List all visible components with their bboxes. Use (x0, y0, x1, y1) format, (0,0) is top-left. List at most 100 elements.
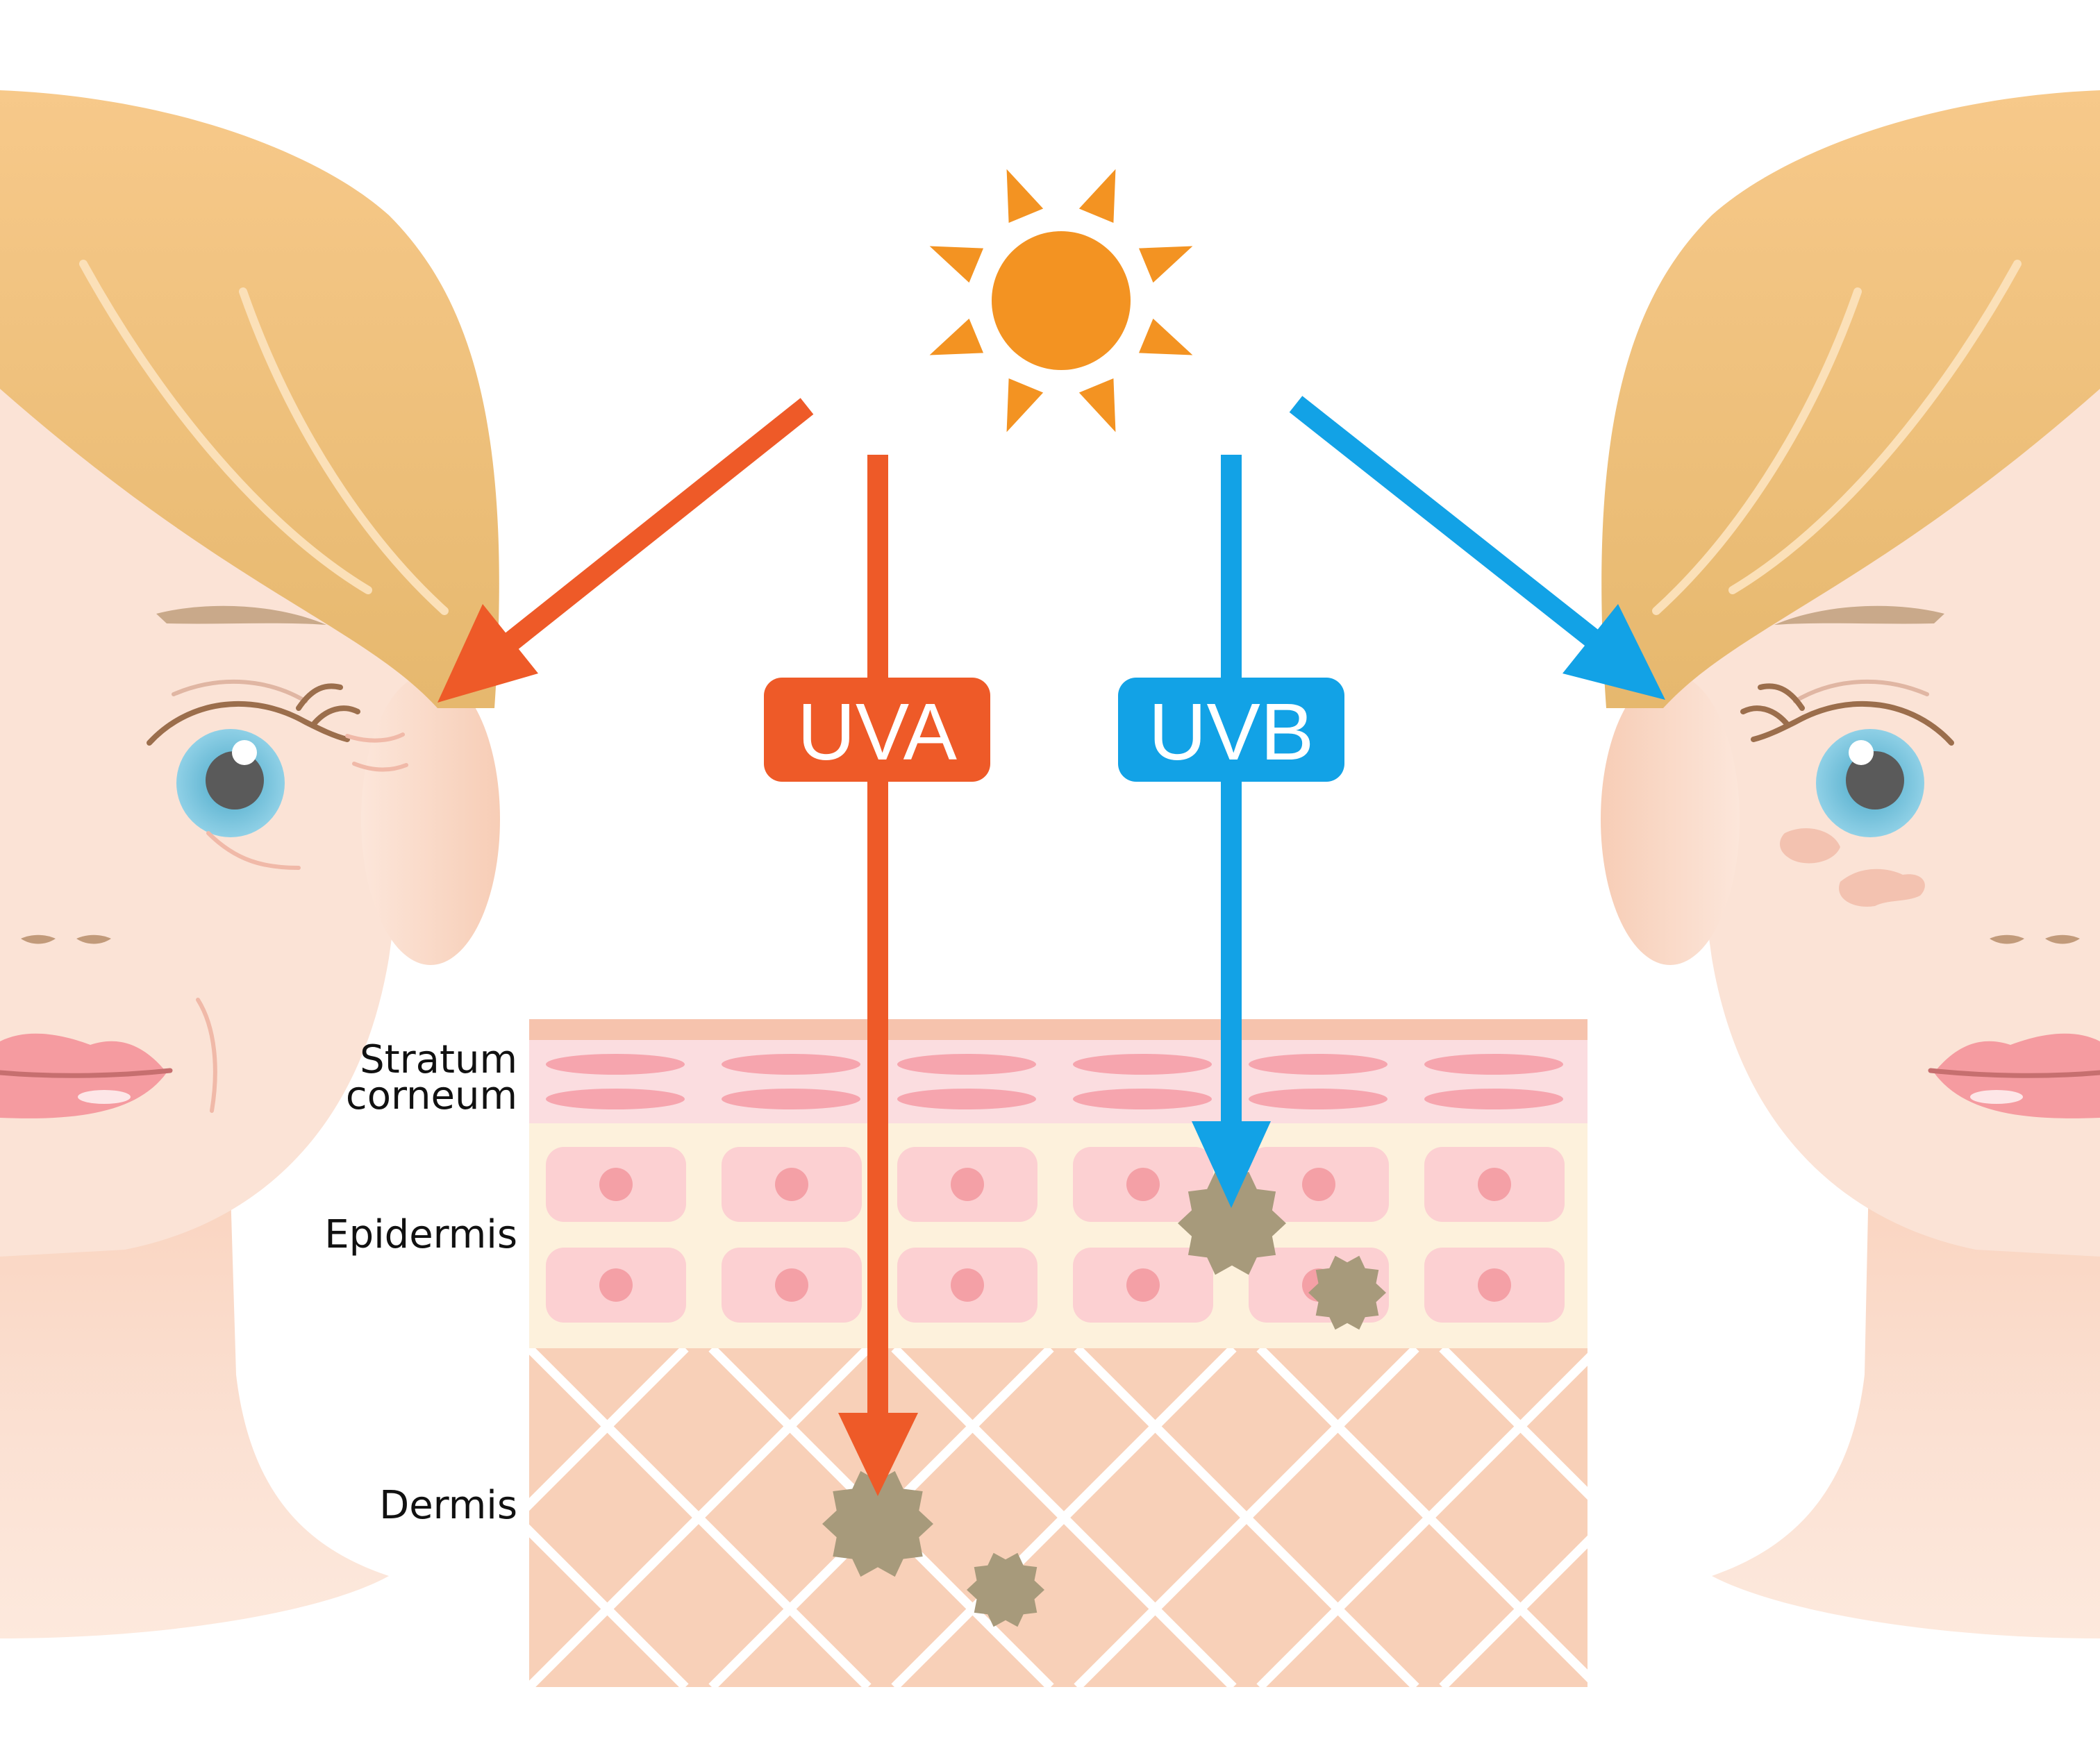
stratum-cell (1073, 1089, 1212, 1109)
stratum-cell (1424, 1089, 1563, 1109)
left-nostril (21, 934, 56, 944)
stratum-cell (1249, 1089, 1388, 1109)
stratum-cell (1073, 1054, 1212, 1075)
uvb-face-arrow-head (1562, 604, 1665, 700)
stratum-cell (1249, 1054, 1388, 1075)
collagen-fiber (529, 1348, 872, 1687)
sun-ray (1078, 169, 1116, 224)
uvb-face-arrow-shaft (1289, 396, 1604, 651)
left-nostril (76, 934, 111, 944)
uvb-skin-arrow (1192, 455, 1271, 1208)
stratum-cell (722, 1089, 860, 1109)
cell-nucleus (599, 1268, 633, 1302)
melanin-spot (822, 1470, 933, 1577)
melanin-spots (822, 1171, 1386, 1627)
cell-nucleus (951, 1268, 984, 1302)
right-ear (1601, 673, 1740, 965)
melanin-spot (1178, 1171, 1286, 1275)
uva-skin-arrow (838, 455, 918, 1496)
cell-nucleus (775, 1168, 808, 1201)
melanin-spot (967, 1552, 1044, 1627)
left-upper-eyelid (147, 701, 350, 746)
uva-face-arrow (438, 398, 814, 703)
dermis-collagen-mesh (529, 1348, 1588, 1687)
dermis-label: Dermis (379, 1483, 517, 1528)
stratum-cell (897, 1089, 1036, 1109)
cell-nucleus (775, 1268, 808, 1302)
cell-nucleus (599, 1168, 633, 1201)
right-age-spot (1780, 828, 1840, 864)
left-wrinkle (345, 732, 408, 772)
collagen-fiber (1074, 1348, 1419, 1687)
sun-ray (1078, 378, 1116, 433)
uva-badge-label: UVA (797, 687, 958, 777)
uvb-badge-label: UVB (1149, 687, 1315, 777)
left-neck (0, 1146, 389, 1638)
right-eyebrow (1774, 605, 1944, 625)
collagen-fiber (1439, 1535, 1588, 1687)
left-hair-strand (79, 260, 372, 594)
sun-ray (1006, 378, 1044, 433)
uvb-badge-box (1118, 678, 1344, 782)
collagen-fiber (529, 1348, 689, 1511)
uva-badge-box (764, 678, 990, 782)
sun-ray (929, 318, 984, 355)
epidermis-layer (529, 1123, 1588, 1348)
collagen-fiber (1439, 1348, 1588, 1500)
right-hair (1601, 90, 2100, 708)
left-face (0, 90, 500, 1638)
collagen-fiber (529, 1524, 689, 1687)
uva-face-arrow-shaft (503, 398, 814, 651)
sun-icon (929, 169, 1193, 433)
stratum-cell (1424, 1054, 1563, 1075)
right-face (1601, 90, 2100, 1638)
right-hair-strand (1728, 260, 2022, 594)
left-hair (0, 90, 499, 708)
uvb-face-arrow (1289, 396, 1665, 700)
sun-disc (992, 231, 1131, 370)
left-wrinkle (196, 998, 217, 1113)
collagen-fiber (1256, 1352, 1588, 1687)
sun-ray (1138, 318, 1193, 355)
right-lip-shine (1970, 1090, 2023, 1104)
stratum-cell (546, 1054, 685, 1075)
cell-nucleus (1478, 1268, 1511, 1302)
skin-surface-line (529, 1019, 1588, 1040)
collagen-fiber (891, 1348, 1237, 1687)
right-nostril (1990, 934, 2024, 944)
left-eyebrow (156, 605, 326, 625)
right-hair-strand (1652, 287, 1862, 615)
sun-ray (929, 246, 984, 283)
left-eyelid-crease (172, 679, 308, 703)
right-pupil (1846, 751, 1904, 810)
cell-nucleus (951, 1168, 984, 1201)
right-age-spot (1839, 869, 1925, 907)
stratum-cells (546, 1054, 1563, 1109)
uva-badge: UVA (764, 678, 990, 782)
cell-nucleus (1302, 1168, 1335, 1201)
uva-arrow-head (838, 1413, 918, 1496)
uvb-arrow-shaft (1221, 455, 1242, 1128)
left-wrinkle (206, 831, 301, 870)
uva-face-arrow-head (438, 604, 538, 703)
uvb-arrow-head (1192, 1121, 1271, 1208)
stratum-cell (722, 1054, 860, 1075)
uva-arrow-shaft (867, 455, 888, 1420)
left-lip-line (0, 1068, 173, 1078)
cell-nucleus (1478, 1168, 1511, 1201)
stratum-label-line2: corneum (346, 1073, 517, 1118)
melanin-spot (1308, 1255, 1386, 1330)
right-eyelid-crease (1793, 679, 1929, 703)
right-nostril (2045, 934, 2080, 944)
left-ear (361, 673, 500, 965)
right-eye-glint (1849, 740, 1874, 765)
cell-nucleus (1126, 1268, 1160, 1302)
epidermis-label: Epidermis (324, 1212, 517, 1257)
stratum-corneum-layer (529, 1040, 1588, 1123)
sun-ray (1006, 169, 1044, 224)
sun-ray (1138, 246, 1193, 283)
left-eyelash (296, 683, 360, 728)
right-upper-eyelid (1751, 701, 1954, 746)
right-lip-line (1928, 1068, 2100, 1078)
